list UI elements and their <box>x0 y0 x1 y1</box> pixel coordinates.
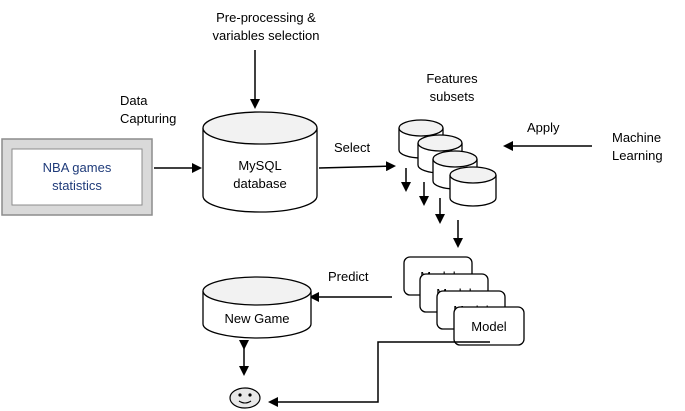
features-label-line1: Features <box>426 71 478 86</box>
mysql-cylinder-top <box>202 111 318 145</box>
model-to-user-arrow <box>268 341 490 407</box>
nba-box-inner <box>11 148 143 206</box>
nba-label-line2: statistics <box>52 178 102 193</box>
machine-learning-label-line1: Machine <box>612 130 661 145</box>
new-game-node: New Game <box>202 276 312 339</box>
nba-statistics-node: NBA games statistics <box>1 138 153 216</box>
mysql-label-line1: MySQL <box>238 158 281 173</box>
new-game-cylinder-top <box>202 276 312 306</box>
model-box-front: Model <box>453 306 525 346</box>
mysql-label-line2: database <box>233 176 287 191</box>
apply-label: Apply <box>527 120 560 135</box>
model-label: Model <box>471 319 507 334</box>
machine-learning-label-line2: Learning <box>612 148 663 163</box>
data-capturing-label-line2: Capturing <box>120 111 176 126</box>
preprocessing-label-line2: variables selection <box>213 28 320 43</box>
preprocessing-label-line1: Pre-processing & <box>216 10 316 25</box>
smiley-face-icon <box>229 387 261 409</box>
predict-label: Predict <box>328 269 369 284</box>
new-game-label: New Game <box>224 311 289 326</box>
feature-subset-cylinder <box>449 166 497 207</box>
features-label-line2: subsets <box>430 89 475 104</box>
select-arrow <box>318 161 396 172</box>
mysql-cylinder-body <box>202 128 318 213</box>
nba-label-line1: NBA games <box>43 160 112 175</box>
data-capturing-label-line1: Data <box>120 93 148 108</box>
select-label: Select <box>334 140 371 155</box>
mysql-database-node: MySQL database <box>202 111 318 213</box>
